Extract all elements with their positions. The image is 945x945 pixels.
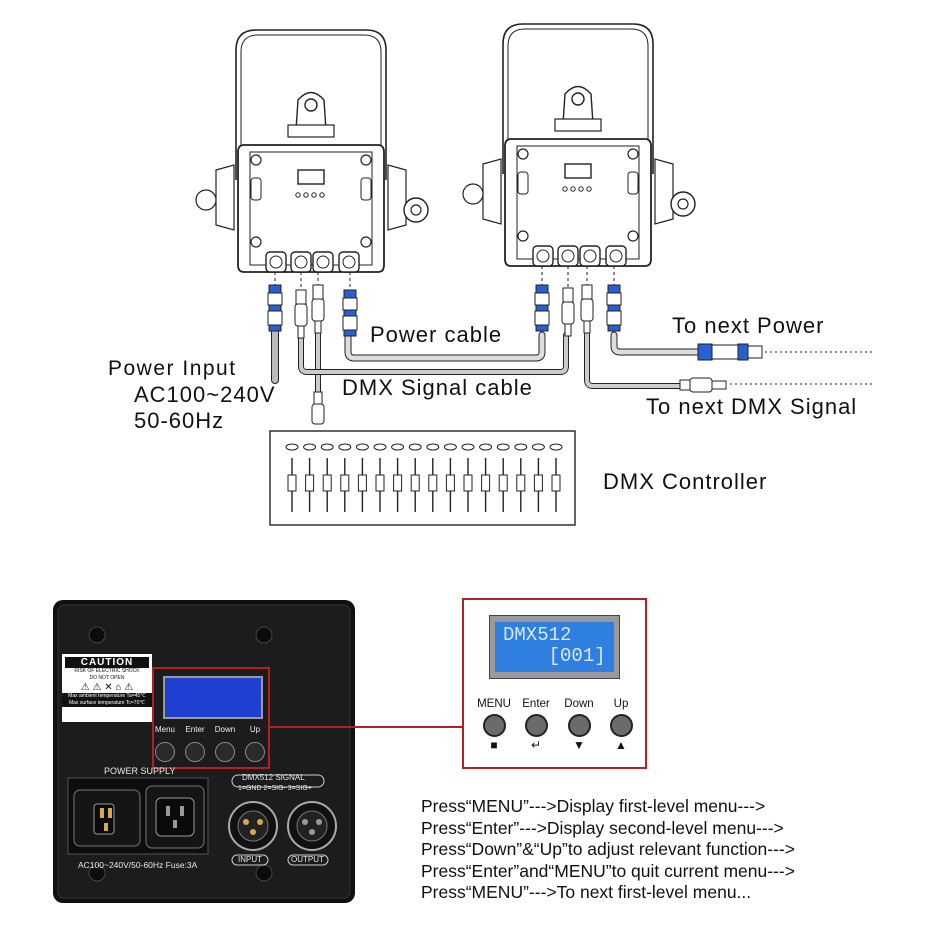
fader-led <box>320 443 334 451</box>
instructions: Press“MENU”--->Display first-level menu-… <box>421 796 795 904</box>
temp-ambient-text: Max ambient temperature Ta=45℃ <box>62 693 152 700</box>
fader-knob <box>428 474 438 492</box>
instruction-line: Press“Enter”and“MENU”to quit current men… <box>421 860 795 881</box>
fader-led <box>496 443 510 451</box>
rating-label: AC100~240V/50-60Hz Fuse:3A <box>78 860 198 870</box>
power-input-label: Power Input <box>108 357 237 380</box>
fader-knob <box>463 474 473 492</box>
to-next-dmx-label: To next DMX Signal <box>646 394 858 419</box>
fader-knob <box>340 474 350 492</box>
menu-button[interactable]: MENU ■ <box>474 698 514 752</box>
lcd-line-1: DMX512 <box>503 624 572 646</box>
fader-led <box>338 443 352 451</box>
to-next-power-label: To next Power <box>672 313 825 338</box>
fader-knob <box>287 474 297 492</box>
rear-button-label: Down <box>214 725 236 734</box>
instruction-line: Press“Enter”--->Display second-level men… <box>421 817 784 838</box>
caution-title: CAUTION <box>65 657 149 668</box>
lcd-display: DMX512 [001] <box>495 622 614 672</box>
warning-icons: ⚠ ⚠ ✕ ⌂ ⚠ <box>80 682 134 693</box>
dmx512-signal-label: DMX512 SIGNAL <box>242 773 305 782</box>
control-panel-zoom: DMX512 [001] MENU ■ Enter ↵ Down ▼ Up ▲ <box>462 598 647 769</box>
fader-led <box>443 443 457 451</box>
up-button-label: Up <box>613 698 629 710</box>
enter-knob[interactable] <box>524 714 548 737</box>
rear-button-knob[interactable] <box>185 742 205 762</box>
fader-knob <box>533 474 543 492</box>
dmx-controller-label: DMX Controller <box>603 469 768 494</box>
fader-knob <box>305 474 315 492</box>
rear-button-label: Enter <box>185 725 205 734</box>
dmx-signal-cable-label: DMX Signal cable <box>342 375 533 400</box>
fader-led <box>391 443 405 451</box>
fader-led <box>285 443 299 451</box>
frequency-label: 50-60Hz <box>134 408 225 433</box>
down-knob[interactable] <box>567 714 591 737</box>
fader-knob <box>410 474 420 492</box>
fader-led <box>531 443 545 451</box>
fader-led <box>479 443 493 451</box>
fader-knob <box>375 474 385 492</box>
rear-button-knob[interactable] <box>155 742 175 762</box>
fixture-1 <box>195 29 429 273</box>
temp-surface-text: Max surface temperature Tc=70℃ <box>62 700 152 707</box>
fader-led <box>426 443 440 451</box>
up-knob[interactable] <box>609 714 633 737</box>
power-cable-label: Power cable <box>370 322 503 347</box>
fixture-2 <box>462 23 696 267</box>
up-arrow-icon: ▲ <box>615 738 627 752</box>
fader-knob <box>498 474 508 492</box>
power-supply-label: POWER SUPPLY <box>104 766 176 776</box>
output-label: OUTPUT <box>291 855 324 864</box>
lcd-line-2: [001] <box>503 645 606 667</box>
fader-led <box>461 443 475 451</box>
square-icon: ■ <box>490 738 498 752</box>
fader-knob <box>357 474 367 492</box>
fader-led <box>373 443 387 451</box>
menu-knob[interactable] <box>482 714 506 737</box>
lcd-frame: DMX512 [001] <box>489 615 620 679</box>
instruction-line: Press“Down”&“Up”to adjust relevant funct… <box>421 839 795 859</box>
rear-lcd <box>163 676 263 719</box>
rear-button-knob[interactable] <box>245 742 265 762</box>
menu-button-label: MENU <box>477 698 511 710</box>
rear-button-label: Menu <box>154 725 175 734</box>
fader-led <box>514 443 528 451</box>
caution-shock-text: RISK OF ELECTRIC SHOCK <box>74 668 140 674</box>
instruction-line: Press“MENU”--->To next first-level menu.… <box>421 882 752 902</box>
fader-knob <box>445 474 455 492</box>
fader-knob <box>516 474 526 492</box>
fader-led <box>549 443 563 451</box>
dmx-controller <box>269 430 576 526</box>
fader-knob <box>322 474 332 492</box>
instruction-line: Press“MENU”--->Display first-level menu-… <box>421 796 766 816</box>
down-arrow-icon: ▼ <box>573 738 585 752</box>
down-button[interactable]: Down ▼ <box>559 698 599 752</box>
fader-knob <box>481 474 491 492</box>
enter-arrow-icon: ↵ <box>530 738 542 752</box>
enter-button[interactable]: Enter ↵ <box>516 698 556 752</box>
rear-button-label: Up <box>249 725 261 734</box>
ac-range-label: AC100~240V <box>134 382 276 407</box>
fader-knob <box>551 474 561 492</box>
input-label: INPUT <box>238 855 262 864</box>
fader-knob <box>393 474 403 492</box>
caution-open-text: DO NOT OPEN <box>89 675 125 681</box>
pin-map-label: 1=GND 2=SIG- 3=SIG+ <box>238 785 312 792</box>
down-button-label: Down <box>564 698 594 710</box>
caution-sticker: CAUTION RISK OF ELECTRIC SHOCK DO NOT OP… <box>62 654 152 722</box>
fader-led <box>408 443 422 451</box>
fader-led <box>303 443 317 451</box>
rear-button-knob[interactable] <box>215 742 235 762</box>
fader-led <box>355 443 369 451</box>
enter-button-label: Enter <box>522 698 550 710</box>
up-button[interactable]: Up ▲ <box>601 698 641 752</box>
